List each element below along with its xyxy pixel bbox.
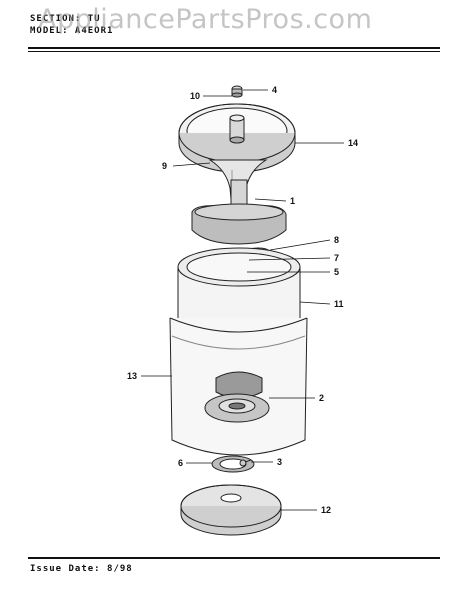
callout-13: 13 xyxy=(127,371,137,381)
header-rule xyxy=(28,47,440,49)
callout-9: 9 xyxy=(162,161,167,171)
section-label: SECTION: TU xyxy=(30,14,101,24)
model-label: MODEL: A4EOR1 xyxy=(30,26,114,36)
part-bottom-cover xyxy=(180,484,282,536)
part-seal-ring xyxy=(211,455,255,473)
part-drive-hub xyxy=(204,371,270,423)
callout-2: 2 xyxy=(319,393,324,403)
part-screw xyxy=(239,459,252,467)
footer-rule xyxy=(28,557,440,559)
callout-1: 1 xyxy=(290,196,295,206)
callout-11: 11 xyxy=(334,299,344,309)
header-rule-thin xyxy=(28,51,440,52)
callout-4: 4 xyxy=(272,85,277,95)
part-cap xyxy=(231,85,243,98)
issue-date: Issue Date: 8/98 xyxy=(30,564,133,574)
callout-8: 8 xyxy=(334,235,339,245)
callout-3: 3 xyxy=(277,457,282,467)
callout-14: 14 xyxy=(348,138,358,148)
part-balance-ring xyxy=(178,103,296,173)
watermark: AppliancePartsPros.com xyxy=(38,4,373,35)
callout-6: 6 xyxy=(178,458,183,468)
callout-12: 12 xyxy=(321,505,331,515)
leader-lines xyxy=(141,89,344,511)
callout-7: 7 xyxy=(334,253,339,263)
callout-10: 10 xyxy=(190,91,200,101)
callout-5: 5 xyxy=(334,267,339,277)
part-agitator xyxy=(191,179,287,245)
